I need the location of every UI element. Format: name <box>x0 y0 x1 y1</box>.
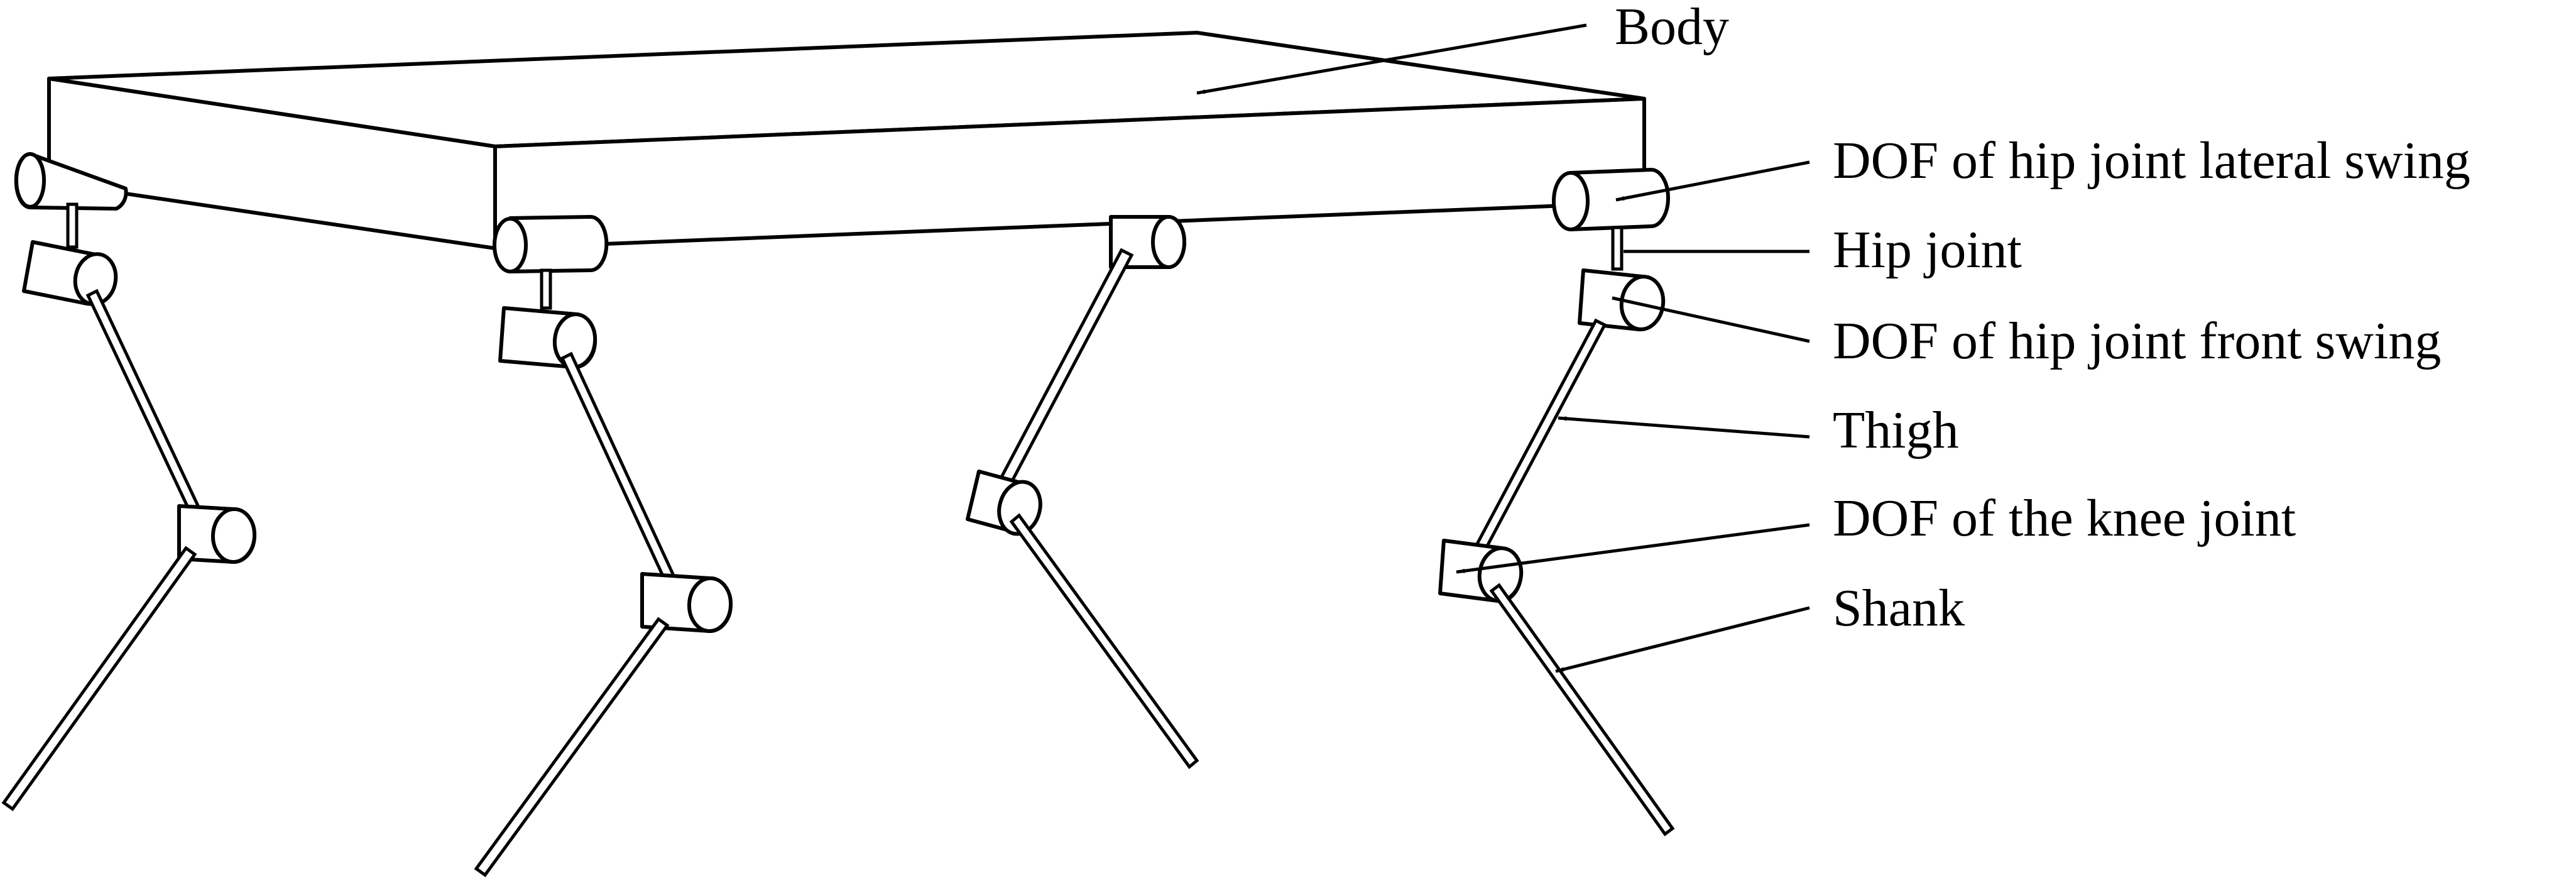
leg-rear-right <box>966 215 1199 769</box>
label-body: Body <box>1615 0 1729 56</box>
leg-rear-left <box>1 152 257 811</box>
label-shank: Shank <box>1833 579 1965 637</box>
leg-front-left <box>474 215 733 877</box>
label-knee-dof: DOF of the knee joint <box>1833 489 2296 547</box>
label-hip-front-dof: DOF of hip joint front swing <box>1833 312 2441 370</box>
pointer-knee <box>1456 523 1810 574</box>
robot-body <box>47 31 1646 250</box>
leg-front-right <box>1438 168 1675 837</box>
label-hip-joint: Hip joint <box>1833 221 2022 279</box>
label-hip-lateral-dof: DOF of hip joint lateral swing <box>1833 131 2470 190</box>
pointer-thigh <box>1558 416 1810 439</box>
label-thigh: Thigh <box>1833 401 1959 459</box>
pointer-body <box>1196 23 1587 95</box>
pointer-hip-lateral <box>1615 160 1810 202</box>
leader-lines <box>1196 23 1810 673</box>
pointer-shank <box>1555 606 1810 673</box>
pointer-hip-front <box>1612 296 1810 343</box>
